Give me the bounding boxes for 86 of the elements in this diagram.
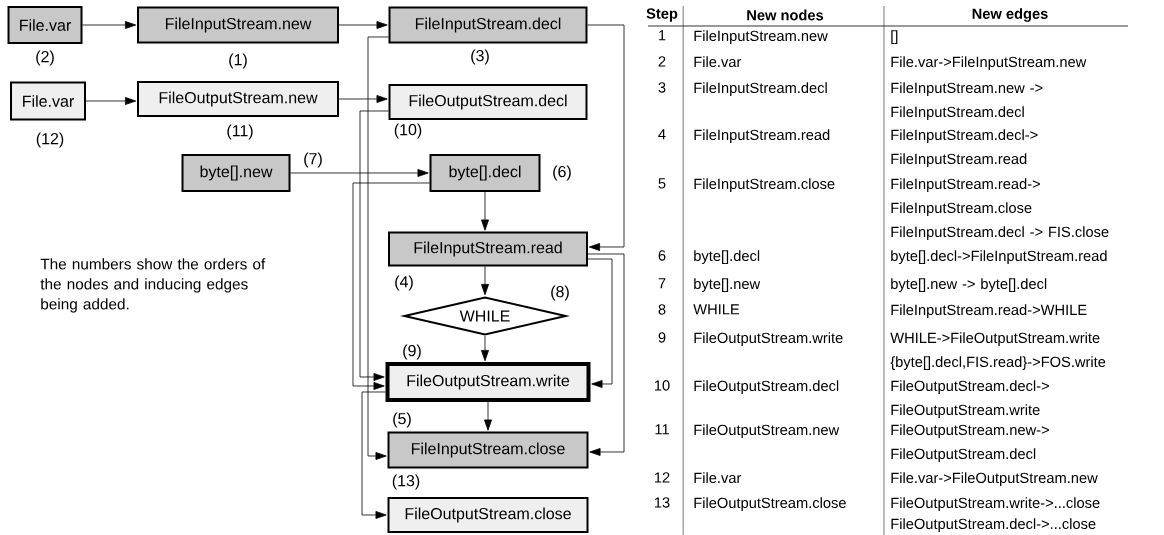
arrow	[338, 21, 388, 29]
node-name-text: FileInputStream.read	[694, 129, 830, 143]
step-number: 13	[654, 497, 670, 508]
step-number: 3	[658, 82, 666, 93]
arrow	[481, 335, 489, 362]
process-box: FileInputStream.decl	[388, 6, 588, 44]
edge-list-text: FileOutputStream.write->...close	[891, 497, 1100, 511]
process-box: byte[].new	[181, 154, 291, 192]
edge-list-text: FileInputStream.new -> FileInputStream.decl	[891, 82, 1043, 120]
node-name-text: FileOutputStream.close	[694, 497, 846, 511]
order-number: (2)	[36, 50, 54, 66]
arrow	[82, 21, 137, 29]
order-number: (10)	[394, 123, 422, 139]
edge-list-text: byte[].decl->FileInputStream.read	[891, 250, 1107, 264]
node-name-text: byte[].new	[694, 278, 761, 292]
node-name-text: FileOutputStream.decl	[694, 380, 839, 394]
order-number: (6)	[553, 165, 571, 181]
process-box: FileInputStream.new	[137, 6, 339, 44]
node-name-text: FileOutputStream.new	[694, 424, 840, 438]
order-number: (13)	[392, 474, 420, 490]
edge-list-text: {byte[].decl,FIS.read}->FOS.write	[890, 356, 1106, 370]
process-box: FileOutputStream.new	[137, 81, 339, 117]
arrow	[85, 97, 137, 105]
order-number: (3)	[471, 49, 489, 65]
arrow	[481, 191, 489, 231]
edge-list-text: FileInputStream.read->WHILE	[891, 304, 1087, 318]
order-number: (11)	[227, 124, 253, 140]
node-name-text: WHILE	[693, 304, 740, 315]
order-number: (12)	[36, 132, 64, 148]
step-number: 9	[658, 332, 666, 343]
arrow	[587, 24, 625, 251]
column-header: Step	[646, 8, 678, 22]
step-number: 2	[658, 56, 666, 67]
step-number: 5	[658, 178, 666, 189]
edge-list-text: []	[891, 30, 898, 44]
step-number: 11	[655, 424, 669, 435]
process-box: FileOutputStream.close	[387, 497, 589, 533]
process-box: FileOutputStream.decl	[388, 84, 588, 120]
process-box: byte[].decl	[429, 154, 541, 192]
edge-list-text: File.var->FileOutputStream.new	[891, 472, 1098, 486]
node-name-text: File.var	[694, 56, 742, 68]
arrow	[359, 110, 389, 381]
arrow	[484, 401, 492, 431]
column-header: New nodes	[747, 9, 824, 21]
process-box: FileInputStream.read	[388, 231, 588, 267]
edge-list-text: byte[].new -> byte[].decl	[891, 278, 1047, 292]
node-name-text: byte[].decl	[694, 250, 760, 264]
edge-list-text: FileInputStream.decl -> FIS.close	[891, 226, 1109, 240]
step-number: 7	[658, 278, 666, 289]
process-box: FileOutputStream.write	[385, 362, 591, 402]
arrow	[367, 36, 389, 460]
step-number: 8	[658, 304, 666, 315]
edge-list-text: FileInputStream.decl-> FileInputStream.read	[891, 129, 1038, 167]
node-name-text: FileOutputStream.write	[694, 332, 843, 346]
order-number: (4)	[395, 275, 413, 291]
step-number: 12	[654, 472, 670, 483]
edge-list-text: FileOutputStream.decl-> FileOutputStream.write	[891, 380, 1049, 418]
order-number: (7)	[304, 152, 322, 168]
edge-list-text: FileInputStream.read-> FileInputStream.close	[891, 178, 1040, 216]
edge-list-text: FileOutputStream.decl->...close	[891, 518, 1096, 532]
process-box: FileInputStream.close	[387, 431, 589, 469]
note-text: The numbers show the orders of the nodes and inducing edges being added.	[40, 258, 266, 313]
edge-list-text: WHILE->FileOutputStream.write	[890, 332, 1100, 346]
arrow	[338, 95, 388, 103]
step-number: 6	[658, 250, 666, 261]
node-name-text: FileInputStream.new	[694, 30, 828, 44]
column-header: New edges	[972, 8, 1048, 22]
arrow	[361, 391, 387, 519]
step-number: 1	[659, 30, 666, 41]
edge-list-text: FileOutputStream.new-> FileOutputStream.decl	[891, 424, 1049, 462]
arrow	[352, 182, 430, 390]
process-box: File.var	[7, 6, 83, 44]
node-name-text: FileInputStream.decl	[694, 82, 827, 96]
node-name-text: File.var	[694, 472, 742, 484]
process-box: File.var	[10, 81, 86, 121]
arrow	[587, 258, 613, 388]
order-number: (1)	[229, 53, 247, 69]
node-name-text: FileInputStream.close	[694, 178, 835, 192]
step-number: 10	[654, 380, 670, 391]
arrow	[290, 169, 429, 177]
order-number: (5)	[393, 412, 411, 428]
arrow	[587, 253, 625, 456]
order-number: (9)	[403, 344, 421, 360]
step-number: 4	[658, 129, 666, 140]
edge-list-text: File.var->FileInputStream.new	[891, 56, 1087, 70]
arrow	[481, 266, 489, 296]
